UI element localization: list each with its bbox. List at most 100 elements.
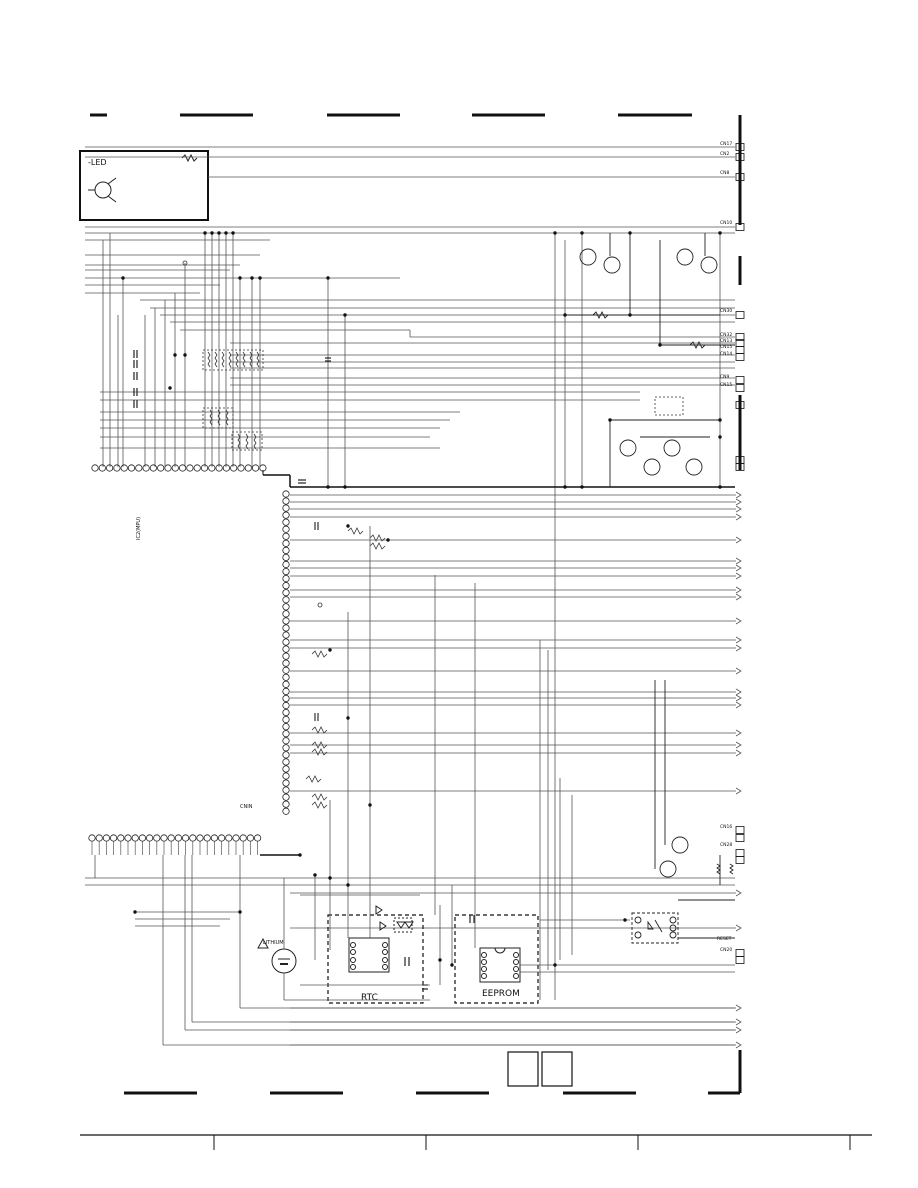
ic-pin bbox=[230, 464, 238, 472]
connector-pin-box bbox=[735, 153, 745, 161]
led-block-label: -LED bbox=[88, 158, 107, 167]
ic-pin bbox=[179, 464, 187, 472]
connector-pin-box bbox=[735, 949, 745, 957]
ic-pin bbox=[282, 497, 290, 505]
junction-dot bbox=[580, 485, 584, 489]
ic-pin bbox=[131, 834, 139, 842]
signal-arrow bbox=[735, 557, 742, 565]
connector-label: CN32 bbox=[720, 332, 732, 338]
ic-pin bbox=[174, 834, 182, 842]
signal-arrow bbox=[735, 491, 742, 499]
junction-dot bbox=[628, 231, 632, 235]
ic-side-label: IC2(MPU) bbox=[136, 517, 142, 540]
ic-pin bbox=[244, 464, 252, 472]
ic-pin bbox=[282, 560, 290, 569]
ic-pin bbox=[282, 532, 290, 540]
connector-pin-box bbox=[735, 353, 745, 361]
connector-label: CN16 bbox=[720, 824, 732, 830]
title-strip bbox=[80, 1134, 872, 1150]
ic-pin bbox=[282, 504, 290, 512]
ic-pin bbox=[282, 673, 290, 681]
ic-pin bbox=[282, 772, 290, 780]
signal-arrow bbox=[735, 924, 742, 932]
ic-pin bbox=[106, 464, 114, 472]
connector-pin-box bbox=[735, 223, 745, 231]
connector-pin-box bbox=[735, 856, 745, 864]
ic-pin bbox=[203, 834, 211, 842]
ic-pin bbox=[282, 610, 290, 618]
junction-dot bbox=[121, 276, 125, 280]
ic-pin bbox=[186, 464, 194, 472]
ic-pin bbox=[215, 464, 223, 472]
junction-dot bbox=[343, 313, 347, 317]
signal-arrow bbox=[735, 889, 742, 897]
junction-dot bbox=[718, 231, 722, 235]
connector-pin-box bbox=[735, 173, 745, 181]
ic-pin bbox=[189, 834, 197, 842]
junction-dot bbox=[346, 883, 350, 887]
ic-pin bbox=[282, 737, 290, 745]
ic-pin bbox=[88, 834, 96, 842]
ic-pin bbox=[208, 464, 216, 472]
connector-label: CN8 bbox=[720, 170, 730, 176]
connector-pin-box bbox=[735, 346, 745, 354]
junction-dot bbox=[718, 485, 722, 489]
ic-pin bbox=[167, 834, 175, 842]
connector-pin-box bbox=[735, 834, 745, 842]
junction-dot bbox=[346, 524, 350, 528]
ic-pin bbox=[282, 617, 290, 625]
junction-dot bbox=[313, 873, 317, 877]
ic-pin bbox=[171, 464, 179, 472]
signal-arrow bbox=[735, 644, 742, 652]
connector-label: CN13 bbox=[720, 338, 732, 344]
connector-labels: CN17CN2CN8CN10CN30CN32CN13CN15CN14CN9CN1… bbox=[720, 141, 745, 964]
connector-pin-box bbox=[735, 376, 745, 384]
junction-dot bbox=[563, 313, 567, 317]
junction-dot bbox=[718, 435, 722, 439]
capacitor-stack bbox=[133, 350, 331, 484]
ic-pin bbox=[127, 464, 136, 472]
ic-pin bbox=[282, 582, 290, 590]
signal-arrow bbox=[735, 636, 742, 644]
connector-pin-box bbox=[735, 311, 745, 319]
ic-pin bbox=[282, 574, 290, 583]
ic-pin bbox=[282, 687, 290, 696]
connector-label: CN17 bbox=[720, 141, 732, 147]
upper-vertical-lines bbox=[102, 233, 721, 1000]
cnin-label: CNIN bbox=[240, 804, 253, 810]
ic-pin bbox=[222, 464, 230, 472]
signal-arrow bbox=[735, 729, 742, 737]
ic-pin bbox=[282, 525, 290, 533]
junction-dot bbox=[168, 386, 172, 390]
ic-pin bbox=[120, 464, 128, 472]
ic-pin bbox=[282, 553, 290, 562]
signal-arrow bbox=[735, 694, 742, 702]
junction-dot bbox=[450, 963, 454, 967]
ic-pin bbox=[252, 464, 260, 472]
signal-arrow bbox=[735, 586, 742, 594]
connector-label: CN2 bbox=[720, 151, 730, 157]
ic-pin bbox=[282, 779, 290, 787]
ic-pin bbox=[282, 723, 290, 731]
connector-pin-box bbox=[735, 826, 745, 834]
rtc-label: RTC bbox=[361, 993, 378, 1003]
power-rail bbox=[260, 470, 735, 856]
ic-pin bbox=[146, 834, 154, 842]
junction-dot bbox=[368, 803, 372, 807]
ic-pin bbox=[110, 834, 118, 842]
junction-dot bbox=[623, 918, 627, 922]
signal-arrow bbox=[735, 1041, 742, 1049]
ic-pin bbox=[135, 464, 143, 472]
rtc-block: RTC bbox=[327, 905, 428, 1004]
ic-pin bbox=[282, 715, 290, 724]
junction-dot bbox=[386, 538, 390, 542]
ic-pin bbox=[282, 589, 290, 597]
ic-pin bbox=[282, 701, 290, 710]
ic-pin bbox=[282, 490, 290, 498]
ic-pin bbox=[282, 708, 290, 717]
ic-pin bbox=[196, 834, 204, 842]
ic-pin bbox=[282, 807, 290, 815]
ic-pin bbox=[138, 834, 146, 842]
signal-arrow bbox=[735, 617, 742, 625]
